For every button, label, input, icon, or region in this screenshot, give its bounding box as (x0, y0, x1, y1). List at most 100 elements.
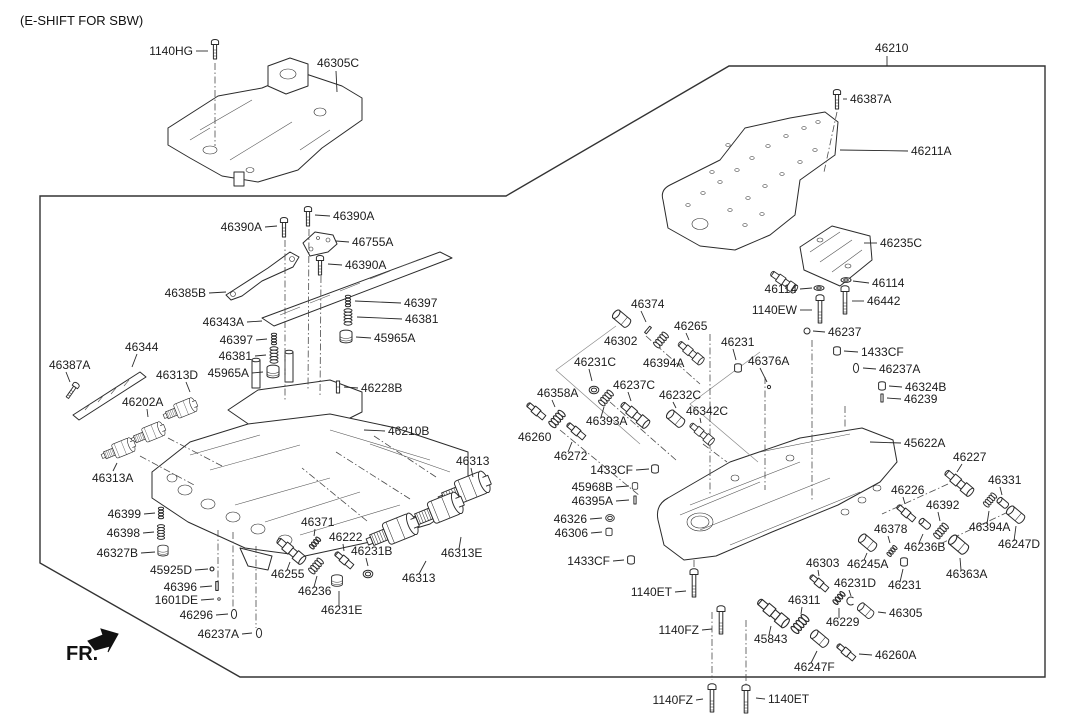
leader-line (615, 485, 630, 488)
leader-line (843, 350, 859, 353)
cylinder-icon (946, 533, 971, 557)
bolt-long-icon (815, 294, 825, 324)
leader-line (355, 336, 372, 339)
separator-plate-46211a-drawing (661, 111, 839, 251)
leader-line (327, 263, 343, 266)
cap-icon (331, 574, 343, 587)
oring-icon (362, 569, 374, 579)
cylinder-icon (610, 308, 633, 330)
part-label: 46442 (867, 294, 901, 308)
valve-sm-icon (807, 572, 830, 593)
part-label: 46390A (345, 258, 386, 272)
leader-line (551, 399, 556, 408)
spring-icon (307, 556, 325, 576)
cap-icon (339, 329, 353, 344)
part-label: 46210B (388, 424, 429, 438)
leader-line (313, 575, 318, 588)
oring-v-icon (852, 362, 860, 374)
pin-sm-icon (644, 325, 652, 335)
leader-line (812, 330, 826, 333)
part-label: 46390A (333, 209, 374, 223)
part-label: 46363A (946, 567, 987, 581)
leader-line (699, 417, 702, 424)
leader-line (363, 429, 386, 432)
leader-line (674, 590, 687, 593)
part-label: 46326 (554, 512, 588, 526)
spring-icon (932, 521, 950, 541)
part-label: 46237 (828, 325, 862, 339)
part-label: 46231B (351, 544, 392, 558)
ball-icon (803, 327, 811, 335)
part-label: 46303 (806, 556, 840, 570)
leader-line (869, 441, 902, 444)
part-label: 1140EW (752, 303, 798, 317)
part-label: 46392 (926, 498, 960, 512)
leader-line (286, 561, 291, 571)
part-label: 46231E (321, 603, 362, 617)
oring-icon (588, 385, 600, 395)
part-label: 46231C (574, 355, 616, 369)
ball-tiny-icon (766, 384, 772, 390)
assembly-axis-line (167, 437, 223, 467)
part-label: 1433CF (590, 463, 633, 477)
part-label: 46202A (122, 395, 163, 409)
cap-icon (266, 364, 280, 379)
part-label: 46305 (889, 606, 923, 620)
part-label: 45925D (150, 563, 192, 577)
part-label: 1433CF (861, 345, 904, 359)
valve-sm-icon (564, 420, 587, 441)
leader-line (863, 552, 868, 561)
leader-line (470, 467, 474, 478)
part-label: 46227 (953, 450, 987, 464)
group-guide-line (555, 325, 641, 445)
valve-icon (942, 467, 976, 498)
leader-line (335, 70, 338, 93)
leader-line (112, 462, 118, 472)
leader-line (254, 354, 267, 357)
oring-open-icon (846, 596, 854, 606)
spring-sm-icon (885, 544, 899, 558)
assembly-axis-line (609, 401, 677, 461)
part-label: 46235C (880, 236, 922, 250)
part-label: 46236B (904, 540, 945, 554)
part-label: 46211A (911, 144, 951, 158)
leader-line (732, 348, 737, 361)
leader-line (672, 401, 677, 409)
leader-line (839, 149, 909, 152)
assembly-axis-line (559, 429, 641, 497)
bolt-icon (210, 39, 220, 60)
leader-line (314, 214, 331, 217)
part-label: 46265 (674, 319, 708, 333)
leader-line (590, 531, 603, 534)
spring-icon (789, 612, 811, 636)
assembly-axis-line (335, 451, 411, 500)
part-label: 46397 (220, 333, 254, 347)
part-label: 1601DE (155, 593, 198, 607)
part-label: 46313A (92, 471, 133, 485)
leader-line (342, 543, 345, 552)
leader-line (612, 559, 625, 562)
leader-line (817, 569, 820, 577)
leader-line (335, 240, 350, 243)
cap-sm-icon (878, 381, 886, 391)
part-label: 46385B (165, 286, 206, 300)
bracket-46305c-drawing (167, 57, 363, 187)
leader-line (759, 367, 768, 383)
leader-line (635, 468, 650, 471)
bolt-long-icon (716, 605, 726, 635)
part-label: 46393A (586, 414, 627, 428)
pin-icon (335, 380, 341, 394)
cap-sm-icon (631, 482, 639, 490)
spring-icon (547, 408, 567, 430)
leader-line (365, 557, 369, 567)
bolt-icon (315, 255, 325, 276)
cap-icon (157, 544, 169, 557)
leader-line (800, 606, 803, 615)
leader-line (356, 316, 403, 320)
leader-line (264, 225, 278, 228)
detent-bracket-46385b-drawing (225, 251, 300, 301)
cylinder-sm-icon (917, 516, 932, 531)
part-label: 46343A (203, 315, 244, 329)
part-label: 46237C (613, 378, 655, 392)
assembly-axis-line (139, 455, 197, 487)
